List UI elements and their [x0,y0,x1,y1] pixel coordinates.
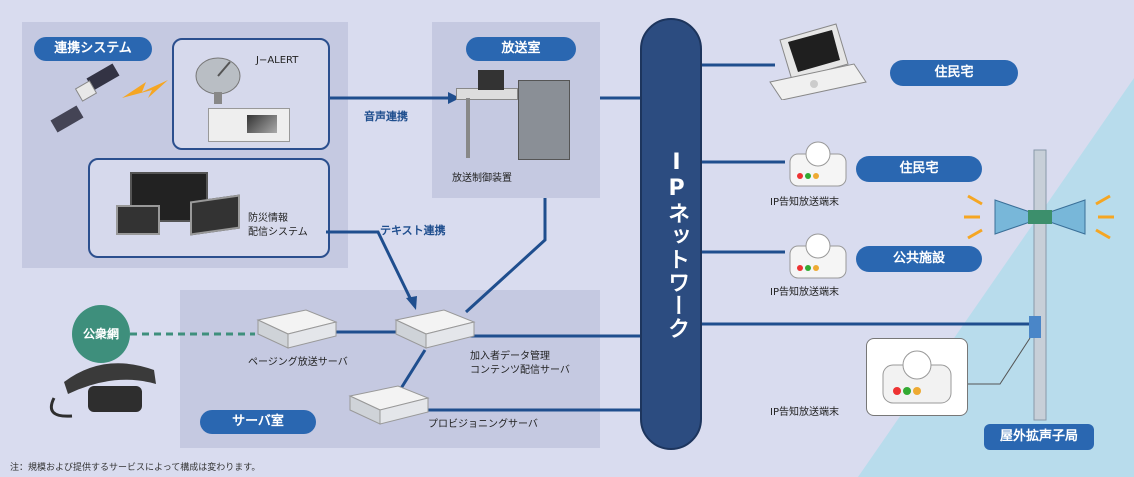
satellite-icon [50,63,120,133]
ip-network-label: IPネットワーク [664,150,689,340]
kanyusha-server-icon [394,309,476,349]
hoso-ctrl-label: 放送制御装置 [452,173,512,184]
telephone-icon [49,363,156,418]
ip-speaker-icon [789,141,847,187]
jumin-taku-pill-1: 住民宅 [890,60,1018,86]
text-renkei-label: テキスト連携 [380,224,446,237]
footnote: 注：規模および提供するサービスによって構成は変わります。 [10,463,261,473]
lightning-icon [122,80,168,98]
paging-server-icon [256,309,338,349]
jumin-taku-pill-2: 住民宅 [856,156,982,182]
jalert-label: J−ALERT [256,55,299,66]
onsei-renkei-label: 音声連携 [364,110,408,123]
pc-monitor-icon [478,70,504,90]
ip-terminal-label-2: IP告知放送端末 [770,287,839,298]
kanyusha-label-1: 加入者データ管理 [470,351,550,362]
kanyusha-label-2: コンテンツ配信サーバ [470,365,570,376]
jalert-receiver-icon [208,108,290,142]
satellite-dish-icon [195,57,241,104]
provisioning-server-icon [348,385,430,425]
paging-label: ページング放送サーバ [248,357,348,368]
outdoor-terminal-callout [866,338,968,416]
laptop-icon [190,194,240,236]
bosai-label-1: 防災情報 [248,213,288,224]
laptop-icon [116,205,160,235]
bosai-label-2: 配信システム [248,227,308,238]
hoso-room-title: 放送室 [466,37,576,61]
provisioning-label: プロビジョニングサーバ [428,419,538,430]
renkei-system-title: 連携システム [34,37,152,61]
desk-leg-icon [466,98,470,158]
okugai-kakusei-pill: 屋外拡声子局 [984,424,1094,450]
public-network-circle: 公衆網 [72,305,130,363]
terminal-device-icon [769,23,867,100]
ip-speaker-icon [789,233,847,279]
rack-icon [518,80,570,160]
kokyo-shisetsu-pill: 公共施設 [856,246,982,272]
ip-terminal-label-1: IP告知放送端末 [770,197,839,208]
ip-terminal-label-3: IP告知放送端末 [770,407,839,418]
server-room-title: サーバ室 [200,410,316,434]
ip-network-bar [640,18,702,450]
